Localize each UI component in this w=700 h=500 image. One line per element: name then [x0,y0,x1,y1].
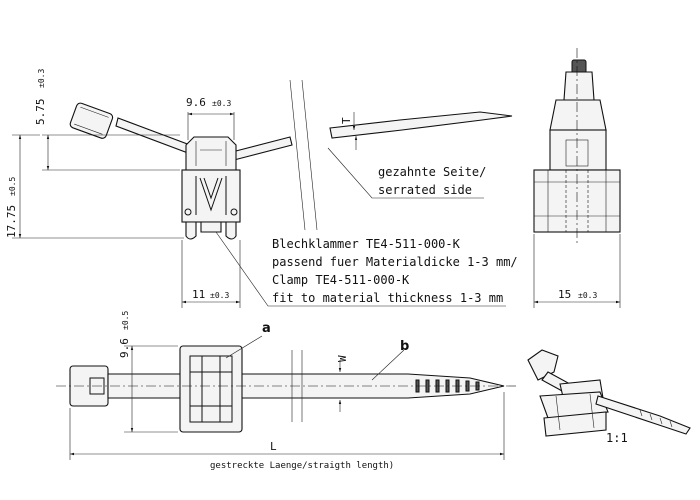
serrated-line1: gezahnte Seite/ [378,165,486,179]
dim-thickness: T [340,117,353,124]
break-lines [289,79,318,231]
strap-left [115,117,191,154]
length-caption: gestreckte Laenge/straigth length) [210,461,394,471]
plan-view: 9.6 ±0.5 W L gestreckte Laenge/straigth … [56,311,516,471]
clamp-line2: passend fuer Materialdicke 1-3 mm/ [272,255,518,269]
tol-head-height: ±0.3 [37,69,46,88]
callout-a: a [262,321,271,336]
tol-plan-height: ±0.5 [121,311,130,330]
tol-total-height: ±0.5 [8,177,17,196]
clip-body [181,169,241,223]
serrated-note: gezahnte Seite/ serrated side [327,147,486,199]
clamp-line4: fit to material thickness 1-3 mm [272,291,503,305]
clip-cap [185,136,237,171]
scale-label: 1:1 [606,431,628,445]
clamp-line1: Blechklammer TE4-511-000-K [272,237,461,251]
dim-side-width: 15 [558,288,571,301]
clamp-line3: Clamp TE4-511-000-K [272,273,410,287]
side-view: 15 ±0.3 [533,48,621,308]
dim-head-height: 5.75 [34,99,47,126]
dim-total-height: 17.75 [5,205,18,238]
serrated-line2: serrated side [378,183,472,197]
callout-b: b [400,339,409,354]
dim-plan-height: 9.6 [118,338,131,358]
dim-length: L [270,440,277,453]
dim-clip-width: 11 [192,288,205,301]
tie-head-front [69,102,114,139]
front-dimensions: 9.6 ±0.3 5.75 ±0.3 17.75 ±0.5 11 ±0.3 T [5,69,358,308]
strap-right-a [231,136,293,161]
tol-head-width: ±0.3 [212,99,231,108]
strap-right-b [329,111,513,139]
clamp-note: Blechklammer TE4-511-000-K passend fuer … [215,231,518,307]
tol-side-width: ±0.3 [578,291,597,300]
tol-clip-width: ±0.3 [210,291,229,300]
dim-head-width: 9.6 [186,96,206,109]
plan-clip [179,345,243,433]
dim-width: W [336,355,349,362]
front-view [69,79,513,240]
isometric-view: 1:1 [527,349,691,445]
